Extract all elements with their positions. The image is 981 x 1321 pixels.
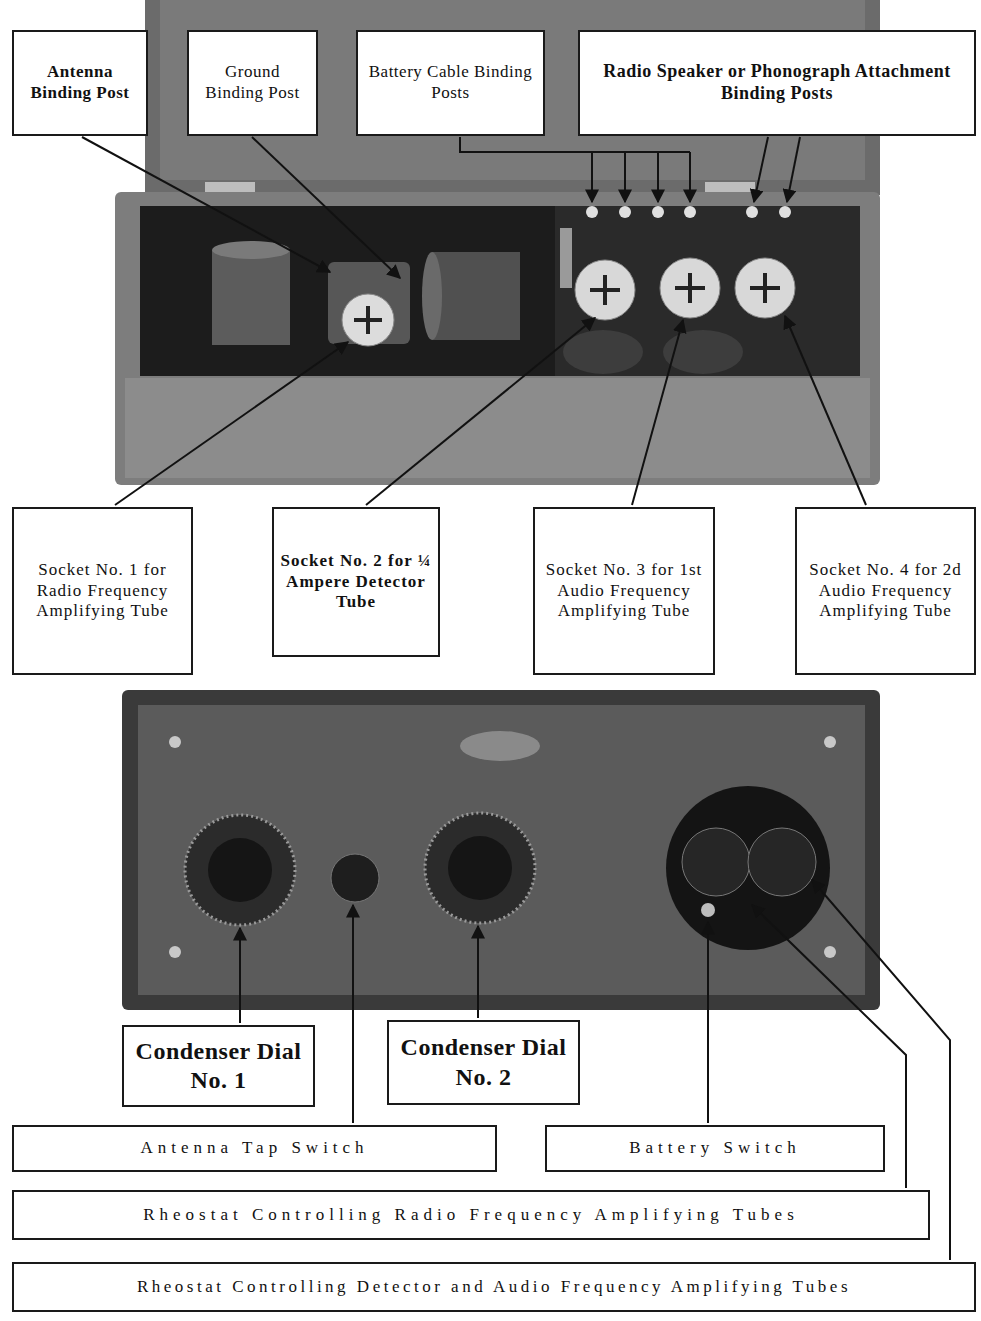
callout-box: Antenna Binding Post: [12, 30, 148, 136]
nameplate: [460, 731, 540, 761]
callout-text: Antenna Tap Switch: [140, 1138, 368, 1159]
rheostat-knob: [682, 828, 750, 896]
socket-cross: [750, 273, 780, 303]
callout-box: Radio Speaker or Phonograph Attachment B…: [578, 30, 976, 136]
transformer: [563, 330, 643, 374]
leader-line: [624, 152, 626, 202]
leader-line: [239, 928, 241, 1023]
binding-post: [746, 206, 758, 218]
callout-text: Condenser Dial No. 2: [395, 1033, 572, 1092]
callout-text: Antenna Binding Post: [20, 62, 140, 103]
coil-end: [422, 252, 442, 340]
panel-frame: [122, 690, 880, 1010]
dial-knob: [448, 836, 512, 900]
callout-text: Ground Binding Post: [195, 62, 310, 103]
coil: [432, 252, 520, 340]
callout-box: Ground Binding Post: [187, 30, 318, 136]
socket-cross: [590, 275, 620, 305]
callout-box: Rheostat Controlling Detector and Audio …: [12, 1262, 976, 1312]
socket-cross: [354, 306, 382, 334]
coil: [212, 250, 290, 345]
callout-text: Battery Cable Binding Posts: [364, 62, 537, 103]
leader-lines: [82, 137, 950, 1260]
callout-box: Socket No. 2 for ¼ Ampere Detector Tube: [272, 507, 440, 657]
rheostat-knob: [748, 828, 816, 896]
callout-box: Battery Cable Binding Posts: [356, 30, 545, 136]
leader-line: [754, 137, 768, 202]
callout-text: Radio Speaker or Phonograph Attachment B…: [586, 61, 968, 105]
binding-post: [586, 206, 598, 218]
callout-text: Socket No. 4 for 2d Audio Frequency Ampl…: [803, 560, 968, 622]
callout-text: Condenser Dial No. 1: [130, 1037, 307, 1096]
dial-knob: [208, 838, 272, 902]
rheostat-plate: [666, 786, 830, 950]
callout-box: Socket No. 4 for 2d Audio Frequency Ampl…: [795, 507, 976, 675]
screw: [169, 736, 181, 748]
tube-socket: [735, 258, 795, 318]
condenser-dial: [425, 813, 535, 923]
leader-line: [352, 905, 354, 1123]
binding-post: [779, 206, 791, 218]
leader-line: [785, 316, 866, 505]
callout-box: Antenna Tap Switch: [12, 1125, 497, 1172]
battery-switch: [701, 903, 715, 917]
tube-socket: [660, 258, 720, 318]
leader-line: [591, 152, 593, 202]
callout-box: Condenser Dial No. 2: [387, 1020, 580, 1105]
callout-box: Socket No. 3 for 1st Audio Frequency Amp…: [533, 507, 715, 675]
leader-line: [787, 137, 800, 202]
binding-post: [684, 206, 696, 218]
condenser-dial: [185, 815, 295, 925]
leader-bracket: [460, 137, 690, 152]
leader-line: [252, 137, 400, 278]
tube-socket: [342, 294, 394, 346]
tap-switch: [331, 854, 379, 902]
screw: [824, 946, 836, 958]
sub-panel: [555, 206, 860, 376]
cabinet-front: [125, 378, 870, 478]
callout-box: Rheostat Controlling Radio Frequency Amp…: [12, 1190, 930, 1240]
leader-line: [632, 320, 683, 505]
strip: [560, 228, 572, 288]
leader-line: [689, 152, 691, 202]
binding-post: [619, 206, 631, 218]
tube-socket: [575, 260, 635, 320]
callout-text: Socket No. 2 for ¼ Ampere Detector Tube: [280, 551, 432, 613]
front-panel-photo: [122, 690, 880, 1010]
screw: [824, 736, 836, 748]
leader-line: [707, 922, 709, 1123]
callout-text: Battery Switch: [629, 1138, 801, 1159]
callout-text: Socket No. 1 for Radio Frequency Amplify…: [20, 560, 185, 622]
callout-text: Rheostat Controlling Detector and Audio …: [137, 1277, 851, 1298]
front-panel: [138, 705, 865, 995]
binding-post: [652, 206, 664, 218]
cabinet-interior: [140, 206, 860, 376]
leader-line: [477, 926, 479, 1018]
callout-box: Condenser Dial No. 1: [122, 1025, 315, 1107]
cabinet-body: [115, 192, 880, 485]
screw: [169, 946, 181, 958]
socket-cross: [675, 273, 705, 303]
leader-line: [366, 318, 595, 505]
callout-box: Socket No. 1 for Radio Frequency Amplify…: [12, 507, 193, 675]
callout-box: Battery Switch: [545, 1125, 885, 1172]
leader-line: [82, 137, 330, 272]
leader-line: [115, 342, 348, 505]
callout-text: Socket No. 3 for 1st Audio Frequency Amp…: [541, 560, 707, 622]
leader-line: [657, 152, 659, 202]
callout-text: Rheostat Controlling Radio Frequency Amp…: [143, 1205, 799, 1226]
